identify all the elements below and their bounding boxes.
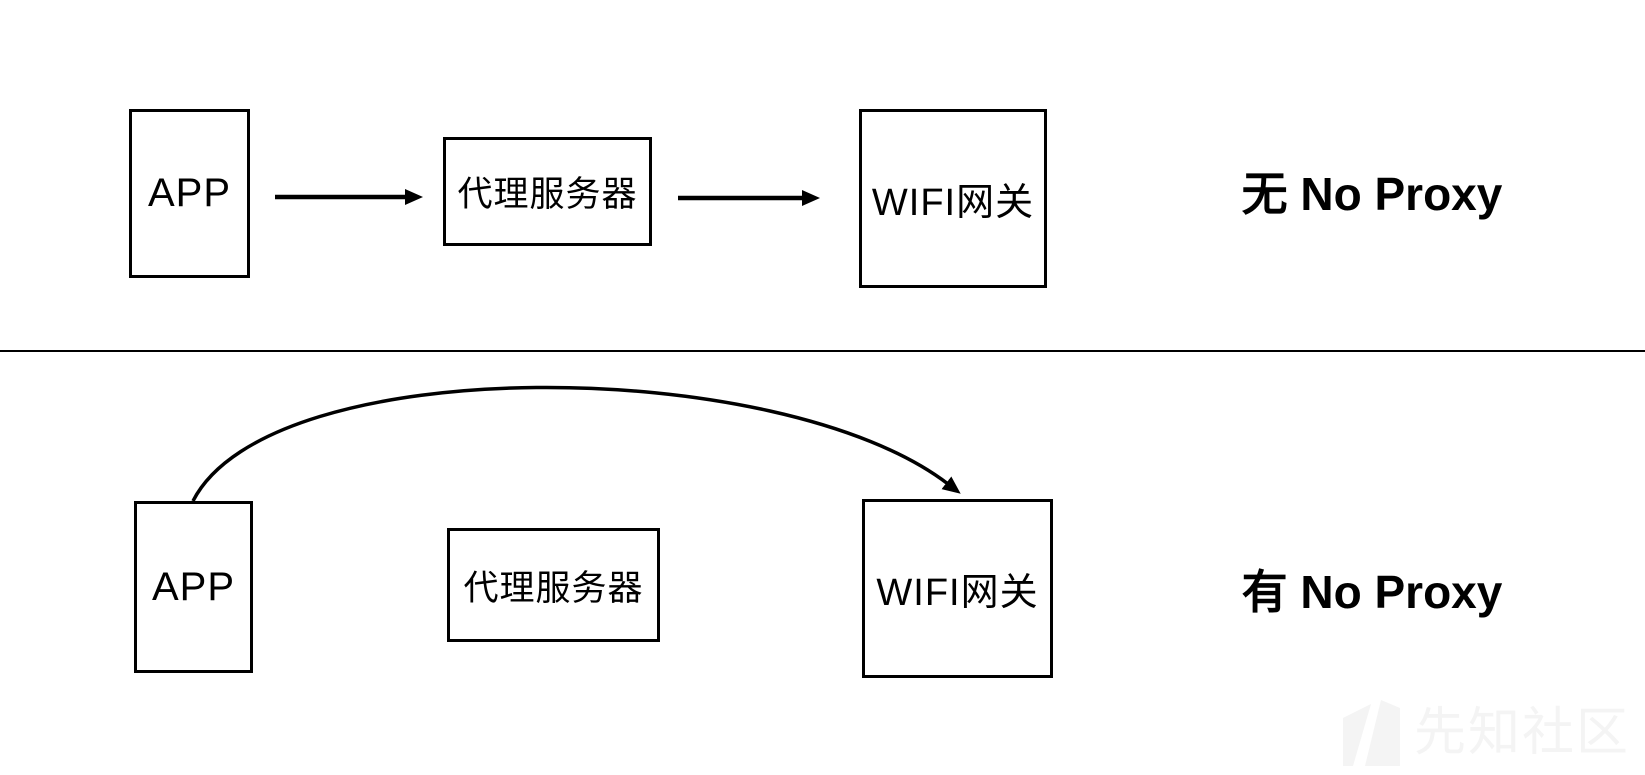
caption-no-proxy-absent: 无 No Proxy [1241, 168, 1503, 220]
node-label: WIFI网关 [876, 572, 1039, 614]
caption-no-proxy-present: 有 No Proxy [1241, 566, 1503, 618]
node-proxy-server-bottom: 代理服务器 [447, 528, 660, 642]
node-label: 代理服务器 [457, 175, 638, 214]
node-proxy-server-top: 代理服务器 [443, 137, 652, 246]
watermark: 先知社区 [1343, 700, 1630, 766]
watermark-text: 先知社区 [1414, 704, 1631, 762]
node-label: APP [147, 171, 232, 215]
node-app-top: APP [129, 109, 250, 278]
node-app-bottom: APP [134, 501, 253, 673]
node-wifi-gateway-bottom: WIFI网关 [862, 499, 1053, 678]
node-wifi-gateway-top: WIFI网关 [859, 109, 1047, 288]
node-label: APP [151, 564, 236, 609]
node-label: 代理服务器 [463, 568, 644, 608]
curved-arrow-app-to-gateway [191, 385, 961, 502]
section-divider [0, 350, 1645, 352]
watermark-slash-logo-icon [1343, 700, 1400, 766]
node-label: WIFI网关 [871, 182, 1035, 224]
